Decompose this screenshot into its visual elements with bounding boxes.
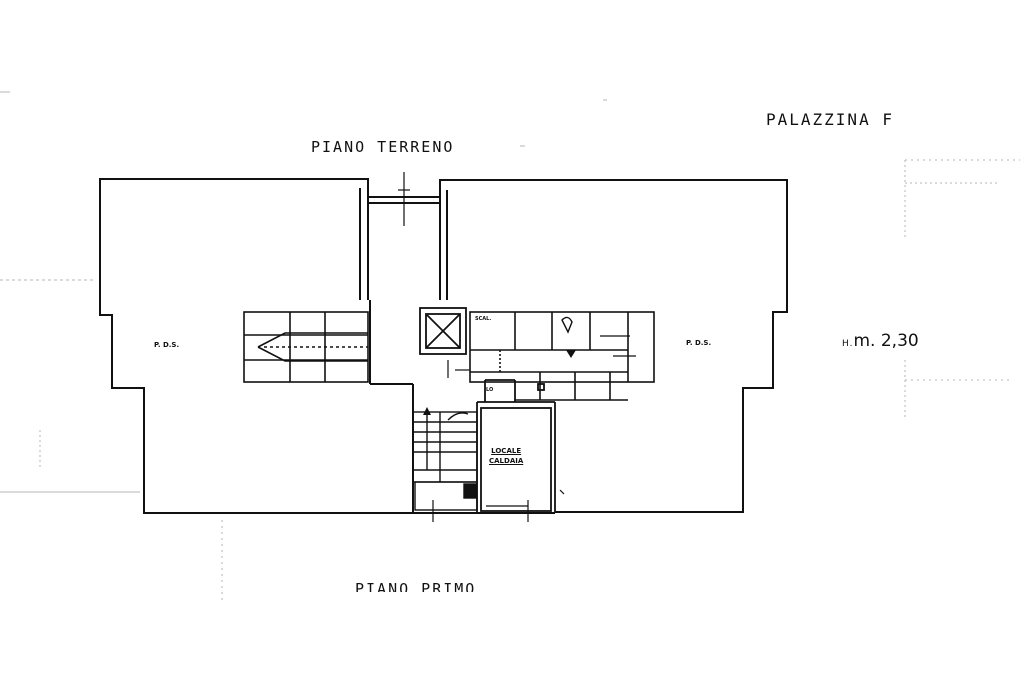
height-value: m. 2,30: [853, 331, 919, 351]
scan-artifacts: [0, 91, 1020, 600]
right-rooms-strip: [469, 311, 655, 401]
left-wing-label: P. D.S.: [154, 341, 180, 349]
boiler-room-label: LOCALE CALDAIA: [489, 446, 523, 466]
boiler-room-label-line1: LOCALE: [491, 447, 522, 455]
height-prefix: H.: [842, 339, 854, 349]
small-room-label-2: LO: [486, 387, 494, 393]
service-nook: [414, 481, 478, 511]
section-marks: [398, 172, 636, 522]
ceiling-height-label: H.m. 2,30: [842, 333, 919, 350]
small-room-label: SCAL.: [475, 316, 492, 322]
floor-title: PIANO TERRENO: [311, 138, 455, 156]
right-wing-label: P. D.S.: [686, 339, 712, 347]
staircase: [412, 407, 478, 483]
left-ramp-block: [243, 311, 369, 383]
next-floor-title: PIANO PRIMO: [355, 582, 477, 592]
right-wing-outline: [439, 179, 788, 513]
boiler-room-label-line2: CALDAIA: [489, 457, 524, 465]
building-title: PALAZZINA F: [766, 110, 894, 129]
left-wing-outline: [99, 178, 413, 514]
building-outline: [99, 178, 788, 514]
elevator-shaft: [419, 307, 467, 355]
